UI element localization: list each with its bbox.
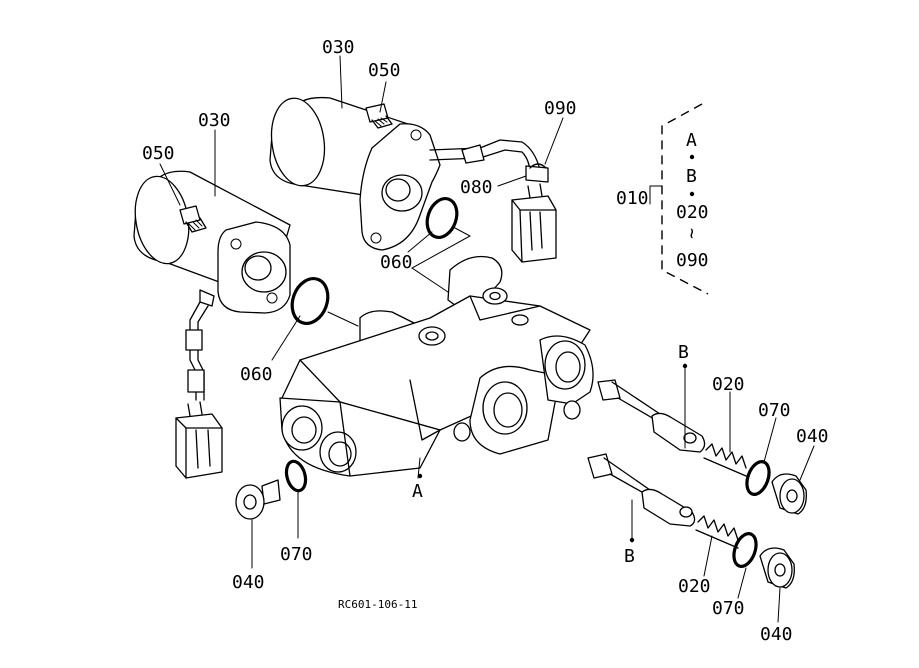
label-070-left: 070 (280, 544, 313, 565)
assembly-bracket-tie (649, 185, 663, 205)
label-050-left: 050 (142, 143, 175, 164)
spool-lower (587, 453, 696, 527)
label-050-upper: 050 (368, 60, 401, 81)
label-020-upper: 020 (712, 374, 745, 395)
plug-left (235, 479, 281, 520)
oring-070-left (284, 459, 308, 493)
spring-upper (703, 443, 747, 477)
label-040-right-upper: 040 (796, 426, 829, 447)
plug-right-upper (771, 473, 807, 515)
label-030-left: 030 (198, 110, 231, 131)
label-b-upper: B (678, 342, 689, 363)
oring-060-left (290, 277, 330, 325)
leader-lines (159, 55, 815, 623)
label-b-lower: B (624, 546, 635, 567)
label-020-lower: 020 (678, 576, 711, 597)
label-070-right-lower: 070 (712, 598, 745, 619)
label-090: 090 (544, 98, 577, 119)
bracket-dot-1 (689, 154, 695, 160)
solenoid-left (133, 170, 291, 479)
bracket-item-020: 020 (676, 202, 709, 223)
bracket-dot-2 (689, 191, 695, 197)
label-060-left: 060 (240, 364, 273, 385)
guide-line-left (327, 311, 359, 327)
bracket-item-b: B (686, 166, 697, 187)
assembly-bracket (661, 103, 709, 295)
guide-line-upper (411, 227, 472, 293)
label-070-right-upper: 070 (758, 400, 791, 421)
drawing-code: RC601-106-11 (338, 598, 417, 611)
oring-060-upper (425, 197, 459, 239)
leader-dot-b-lower (629, 537, 635, 543)
bracket-item-tilde: ~ (681, 228, 702, 239)
leader-dot-a (417, 473, 423, 479)
leader-dot-b-upper (682, 363, 688, 369)
oring-070-lower (732, 532, 758, 568)
oring-070-upper (745, 460, 771, 496)
spool-upper (597, 379, 706, 453)
label-010: 010 (616, 188, 649, 209)
solenoid-upper (269, 96, 557, 263)
label-080: 080 (460, 177, 493, 198)
plug-right-lower (759, 547, 795, 589)
label-060-upper: 060 (380, 252, 413, 273)
label-030-upper: 030 (322, 37, 355, 58)
valve-body (279, 255, 594, 477)
label-040-left: 040 (232, 572, 265, 593)
spring-lower (695, 515, 739, 549)
bracket-item-a: A (686, 130, 697, 151)
label-040-right-lower: 040 (760, 624, 793, 645)
bracket-item-090: 090 (676, 250, 709, 271)
label-a: A (412, 481, 423, 502)
